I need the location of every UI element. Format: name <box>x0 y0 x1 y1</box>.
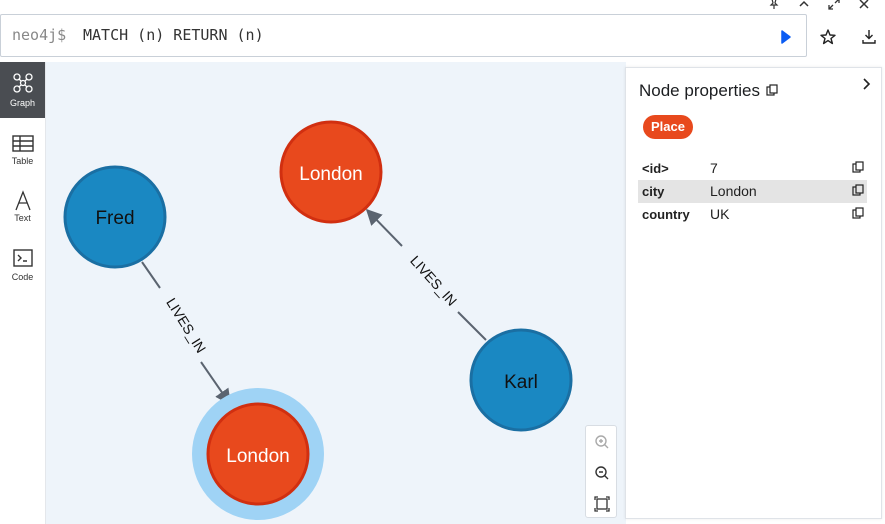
sidebar-item-label: Code <box>11 272 34 282</box>
zoom-out-icon <box>595 466 609 480</box>
zoom-out-button[interactable] <box>592 463 612 483</box>
graph-node-fred[interactable]: Fred <box>63 165 167 269</box>
star-icon <box>820 29 836 45</box>
node-label: London <box>226 446 289 467</box>
node-label: London <box>299 164 362 185</box>
play-icon <box>781 30 791 44</box>
code-icon <box>13 249 33 267</box>
relationship-label: LIVES_IN <box>163 295 209 356</box>
view-sidebar: Graph Table Text Code <box>0 62 46 524</box>
download-button[interactable] <box>859 27 879 47</box>
property-key: city <box>642 184 665 199</box>
download-icon <box>862 30 876 44</box>
relationship-label: LIVES_IN <box>407 252 460 308</box>
sidebar-item-code[interactable]: Code <box>0 242 45 298</box>
property-row: city London <box>638 180 867 203</box>
property-row: country UK <box>638 203 867 226</box>
zoom-in-button[interactable] <box>592 432 612 452</box>
property-key: country <box>642 207 690 222</box>
property-value: 7 <box>710 160 718 176</box>
graph-node-karl[interactable]: Karl <box>469 328 573 432</box>
graph-node-london-selected[interactable]: London <box>192 388 324 520</box>
query-editor[interactable]: neo4j$ MATCH (n) RETURN (n) <box>0 14 807 57</box>
window-controls <box>765 0 885 12</box>
fit-screen-icon <box>594 496 610 512</box>
fit-to-screen-button[interactable] <box>592 494 612 514</box>
copy-icon[interactable] <box>852 161 864 173</box>
copy-icon[interactable] <box>766 84 778 96</box>
panel-title: Node properties <box>639 81 760 100</box>
expand-icon[interactable] <box>828 0 840 14</box>
property-value: UK <box>710 206 730 222</box>
node-properties-panel: Node properties Place <id> 7 city London <box>625 67 882 519</box>
relationship-karl-london[interactable]: LIVES_IN <box>365 208 487 341</box>
node-label: Karl <box>504 372 538 393</box>
sidebar-item-table[interactable]: Table <box>0 126 45 182</box>
graph-canvas[interactable]: LIVES_IN LIVES_IN Fred London Karl <box>46 62 626 524</box>
relationship-fred-london[interactable]: LIVES_IN <box>141 261 231 406</box>
sidebar-item-text[interactable]: Text <box>0 184 45 240</box>
text-icon <box>15 190 31 211</box>
sidebar-item-label: Graph <box>9 98 35 108</box>
pin-icon[interactable] <box>768 0 780 14</box>
zoom-in-icon <box>595 435 609 449</box>
graph-node-london-top[interactable]: London <box>279 120 383 224</box>
copy-icon[interactable] <box>852 207 864 219</box>
close-icon[interactable] <box>858 0 870 14</box>
sidebar-item-graph[interactable]: Graph <box>0 62 45 118</box>
chevron-right-icon[interactable] <box>859 77 873 91</box>
run-query-button[interactable] <box>773 26 795 48</box>
node-label-badge[interactable]: Place <box>643 115 693 139</box>
sidebar-item-label: Table <box>11 156 34 166</box>
property-key: <id> <box>642 161 669 176</box>
table-icon <box>12 135 34 152</box>
favorite-button[interactable] <box>818 27 838 47</box>
chevron-up-icon[interactable] <box>798 0 810 14</box>
graph-icon <box>13 73 33 93</box>
property-value: London <box>710 183 757 199</box>
property-row: <id> 7 <box>638 157 867 180</box>
node-label: Fred <box>95 208 134 229</box>
sidebar-item-label: Text <box>14 213 31 223</box>
copy-icon[interactable] <box>852 184 864 196</box>
query-prompt: neo4j$ <box>12 26 67 44</box>
zoom-controls <box>585 425 617 518</box>
query-text[interactable]: MATCH (n) RETURN (n) <box>83 26 264 44</box>
